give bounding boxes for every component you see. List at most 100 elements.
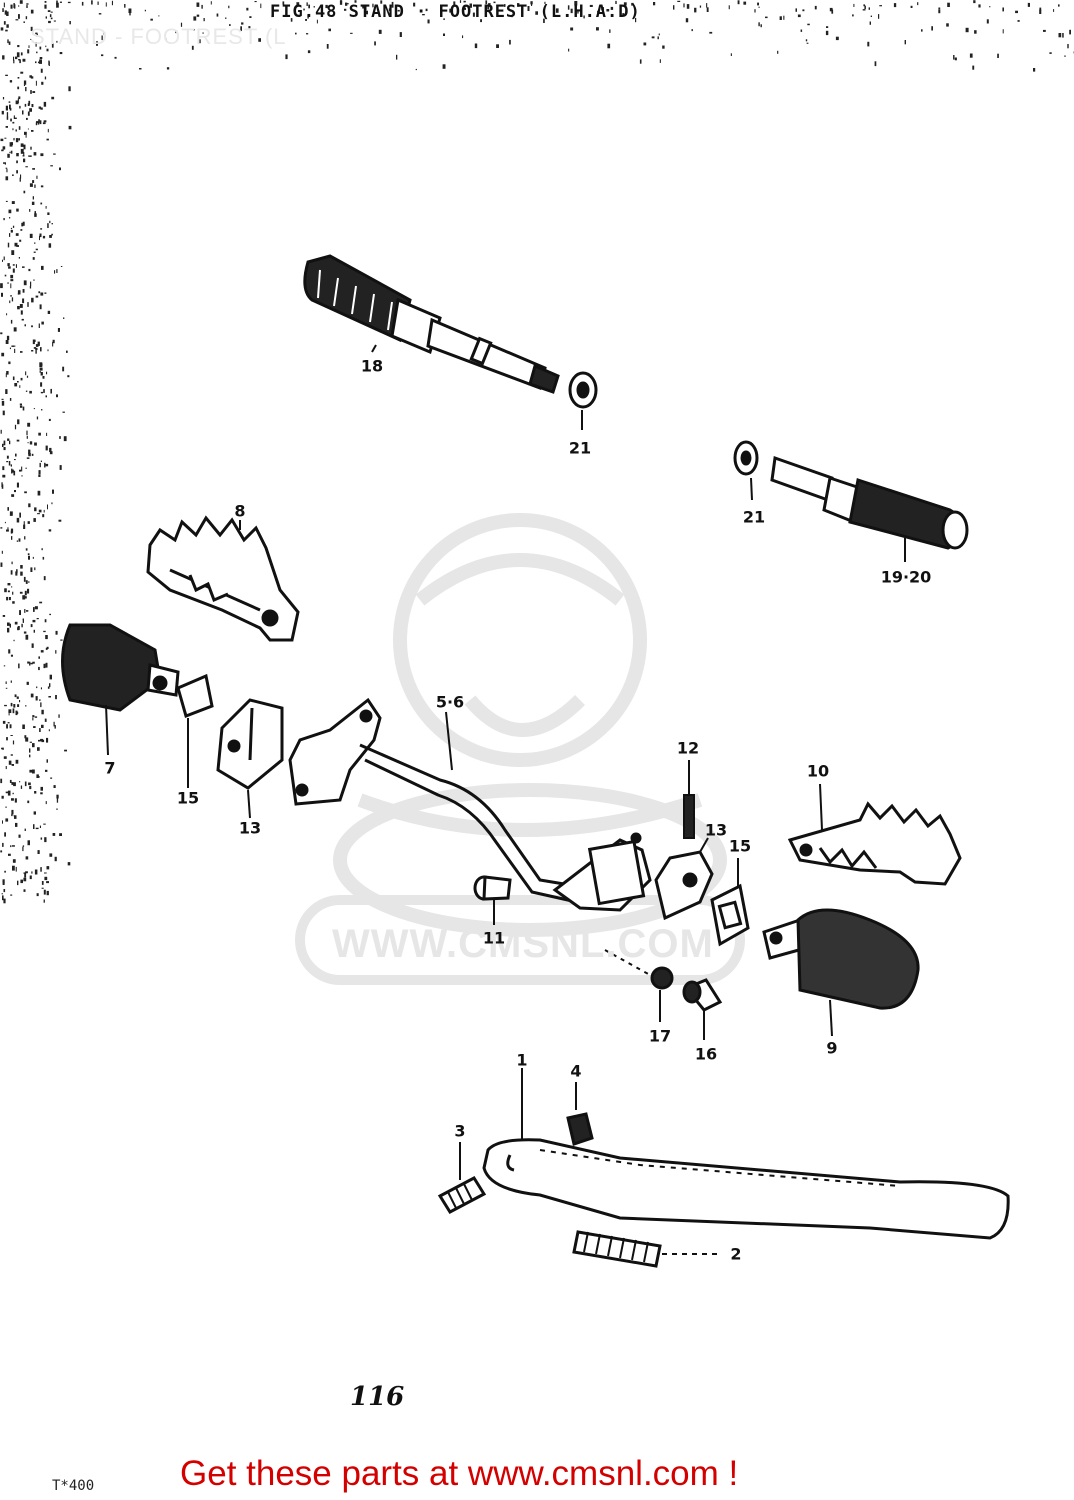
noise-speck bbox=[20, 565, 23, 569]
noise-speck bbox=[35, 61, 37, 64]
noise-speck bbox=[24, 781, 27, 787]
callout-13a: 13 bbox=[238, 818, 262, 838]
noise-speck bbox=[10, 295, 12, 297]
noise-speck bbox=[601, 7, 604, 11]
noise-speck bbox=[22, 406, 25, 411]
leader-10 bbox=[819, 783, 823, 831]
noise-speck bbox=[30, 90, 32, 94]
watermark-url: WWW.CMSNL.COM bbox=[332, 922, 714, 966]
noise-speck bbox=[9, 779, 12, 783]
noise-speck bbox=[28, 503, 31, 508]
noise-speck bbox=[5, 200, 8, 202]
noise-speck bbox=[344, 8, 347, 11]
noise-speck bbox=[50, 165, 53, 167]
noise-speck bbox=[30, 281, 32, 287]
overlay-title: STAND - FOOTREST (L bbox=[30, 24, 287, 49]
leader-18 bbox=[371, 344, 377, 353]
noise-speck bbox=[553, 14, 556, 17]
noise-speck bbox=[862, 9, 866, 11]
noise-speck bbox=[59, 436, 61, 439]
model-code: T*400 bbox=[52, 1478, 95, 1494]
noise-speck bbox=[0, 562, 3, 567]
noise-speck bbox=[43, 120, 47, 123]
noise-speck bbox=[303, 8, 305, 11]
noise-speck bbox=[19, 610, 21, 615]
noise-speck bbox=[36, 686, 38, 689]
noise-speck bbox=[18, 138, 20, 141]
noise-speck bbox=[28, 782, 31, 786]
callout-15b: 15 bbox=[728, 836, 752, 856]
noise-speck bbox=[378, 29, 382, 34]
noise-speck bbox=[58, 714, 60, 718]
noise-speck bbox=[38, 291, 41, 294]
noise-speck bbox=[10, 570, 13, 575]
noise-speck bbox=[24, 735, 27, 739]
noise-speck bbox=[6, 313, 8, 316]
noise-speck bbox=[596, 27, 599, 31]
noise-speck bbox=[1033, 68, 1036, 72]
noise-speck bbox=[938, 9, 941, 14]
noise-speck bbox=[45, 463, 49, 467]
noise-speck bbox=[8, 209, 12, 214]
noise-speck bbox=[30, 38, 32, 40]
noise-speck bbox=[7, 590, 10, 593]
noise-speck bbox=[44, 876, 48, 881]
noise-speck bbox=[853, 3, 855, 7]
noise-speck bbox=[0, 527, 3, 529]
noise-speck bbox=[46, 881, 49, 884]
noise-speck bbox=[2, 615, 6, 617]
noise-speck bbox=[39, 46, 42, 50]
noise-speck bbox=[18, 257, 20, 259]
noise-speck bbox=[34, 716, 38, 718]
noise-speck bbox=[22, 58, 26, 62]
noise-speck bbox=[893, 3, 897, 8]
noise-speck bbox=[11, 536, 13, 540]
noise-speck bbox=[673, 5, 675, 10]
cta-link[interactable]: Get these parts at www.cmsnl.com ! bbox=[180, 1454, 739, 1493]
noise-speck bbox=[4, 10, 7, 15]
noise-speck bbox=[658, 33, 660, 36]
noise-speck bbox=[9, 300, 11, 304]
noise-speck bbox=[228, 5, 230, 9]
noise-speck bbox=[978, 4, 981, 8]
callout-21a: 21 bbox=[568, 438, 592, 458]
noise-speck bbox=[6, 724, 8, 729]
noise-speck bbox=[805, 39, 808, 42]
noise-speck bbox=[11, 782, 14, 785]
noise-speck bbox=[44, 292, 47, 294]
noise-speck bbox=[24, 536, 26, 540]
noise-speck bbox=[12, 601, 15, 604]
callout-1: 1 bbox=[516, 1050, 528, 1070]
noise-speck bbox=[425, 8, 428, 12]
noise-speck bbox=[40, 650, 44, 653]
noise-speck bbox=[5, 791, 9, 794]
noise-speck bbox=[248, 26, 251, 29]
noise-speck bbox=[706, 7, 709, 12]
noise-speck bbox=[10, 118, 12, 122]
noise-speck bbox=[38, 119, 40, 124]
noise-speck bbox=[11, 561, 13, 565]
noise-speck bbox=[3, 21, 6, 25]
noise-speck bbox=[21, 222, 24, 227]
noise-speck bbox=[33, 152, 37, 156]
noise-speck bbox=[6, 116, 9, 120]
noise-speck bbox=[69, 21, 71, 25]
noise-speck bbox=[56, 808, 58, 810]
noise-speck bbox=[2, 410, 5, 416]
noise-speck bbox=[40, 391, 43, 394]
noise-speck bbox=[22, 618, 24, 623]
noise-speck bbox=[9, 511, 13, 516]
noise-speck bbox=[635, 17, 637, 23]
noise-speck bbox=[28, 453, 31, 457]
noise-speck bbox=[46, 646, 49, 649]
noise-speck bbox=[6, 371, 9, 375]
noise-speck bbox=[9, 142, 13, 147]
noise-speck bbox=[509, 39, 511, 45]
noise-speck bbox=[485, 0, 488, 5]
noise-speck bbox=[38, 61, 40, 64]
noise-speck bbox=[33, 279, 35, 281]
noise-speck bbox=[51, 502, 53, 505]
noise-speck bbox=[10, 150, 13, 154]
noise-speck bbox=[8, 649, 11, 654]
noise-speck bbox=[67, 375, 70, 378]
